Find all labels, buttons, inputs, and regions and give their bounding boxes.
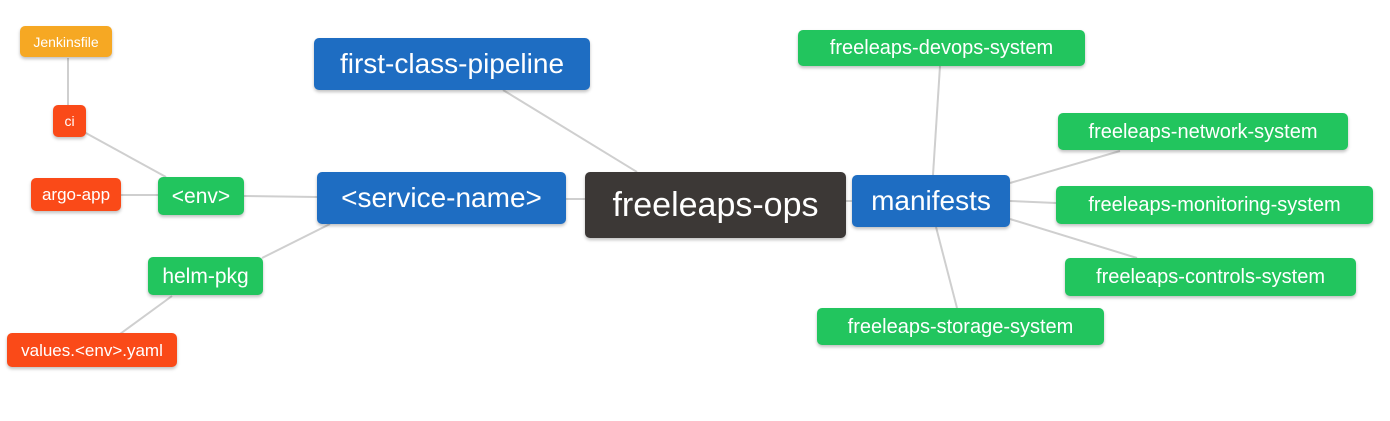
node-jenkinsfile[interactable]: Jenkinsfile (20, 26, 112, 57)
node-freeleaps-devops-system[interactable]: freeleaps-devops-system (798, 30, 1085, 66)
node-env[interactable]: <env> (158, 177, 244, 215)
edge-ci-env (83, 131, 167, 178)
edge-helm-pkg-service-name (261, 223, 331, 259)
edge-manifests-storage-system (935, 226, 958, 309)
node-freeleaps-network-system[interactable]: freeleaps-network-system (1058, 113, 1348, 150)
edge-env-service-name (243, 195, 318, 198)
edge-manifests-network-system (1009, 150, 1121, 184)
node-values-env-yaml[interactable]: values.<env>.yaml (7, 333, 177, 367)
node-service-name[interactable]: <service-name> (317, 172, 566, 224)
node-freeleaps-ops[interactable]: freeleaps-ops (585, 172, 846, 238)
node-freeleaps-storage-system[interactable]: freeleaps-storage-system (817, 308, 1104, 345)
edge-first-class-pipeline-freeleaps-ops (502, 89, 638, 173)
edge-values-env-yaml-helm-pkg (119, 295, 173, 335)
edge-manifests-monitoring-system (1009, 200, 1057, 204)
node-first-class-pipeline[interactable]: first-class-pipeline (314, 38, 590, 90)
node-ci[interactable]: ci (53, 105, 86, 137)
node-helm-pkg[interactable]: helm-pkg (148, 257, 263, 295)
edge-manifests-devops-system (932, 65, 941, 176)
node-manifests[interactable]: manifests (852, 175, 1010, 227)
node-freeleaps-monitoring-system[interactable]: freeleaps-monitoring-system (1056, 186, 1373, 224)
node-freeleaps-controls-system[interactable]: freeleaps-controls-system (1065, 258, 1356, 296)
edge-manifests-controls-system (1009, 218, 1138, 259)
node-argo-app[interactable]: argo-app (31, 178, 121, 211)
